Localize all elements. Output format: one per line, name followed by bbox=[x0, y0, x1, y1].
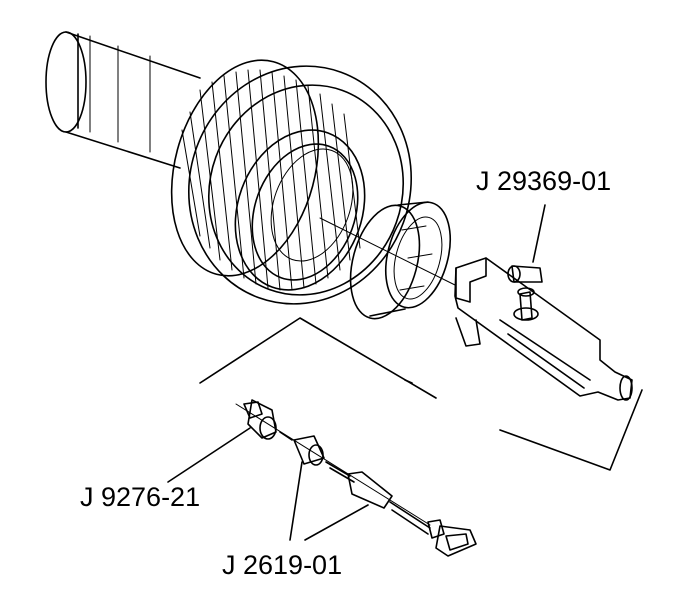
slide-hammer-tool bbox=[293, 435, 477, 557]
installation-plane-dash bbox=[404, 379, 413, 384]
tool-label-puller: J 29369-01 bbox=[476, 166, 612, 196]
reaction-carrier-drum bbox=[170, 59, 413, 305]
tool-label-adapter: J 9276-21 bbox=[80, 482, 201, 512]
leader-line-tool-c-1 bbox=[289, 461, 303, 541]
tool-axis-line bbox=[235, 403, 431, 526]
adapter-tool bbox=[243, 399, 293, 441]
installation-plane bbox=[199, 317, 643, 471]
output-shaft bbox=[45, 31, 201, 169]
bearing-puller-tool bbox=[454, 257, 633, 401]
roller-bearing bbox=[349, 201, 451, 320]
leader-line-tool-b bbox=[167, 427, 251, 483]
leader-line-tool-c-2 bbox=[304, 504, 369, 541]
tool-label-slide-hammer: J 2619-01 bbox=[222, 550, 343, 580]
leader-line-tool-a bbox=[532, 204, 546, 263]
